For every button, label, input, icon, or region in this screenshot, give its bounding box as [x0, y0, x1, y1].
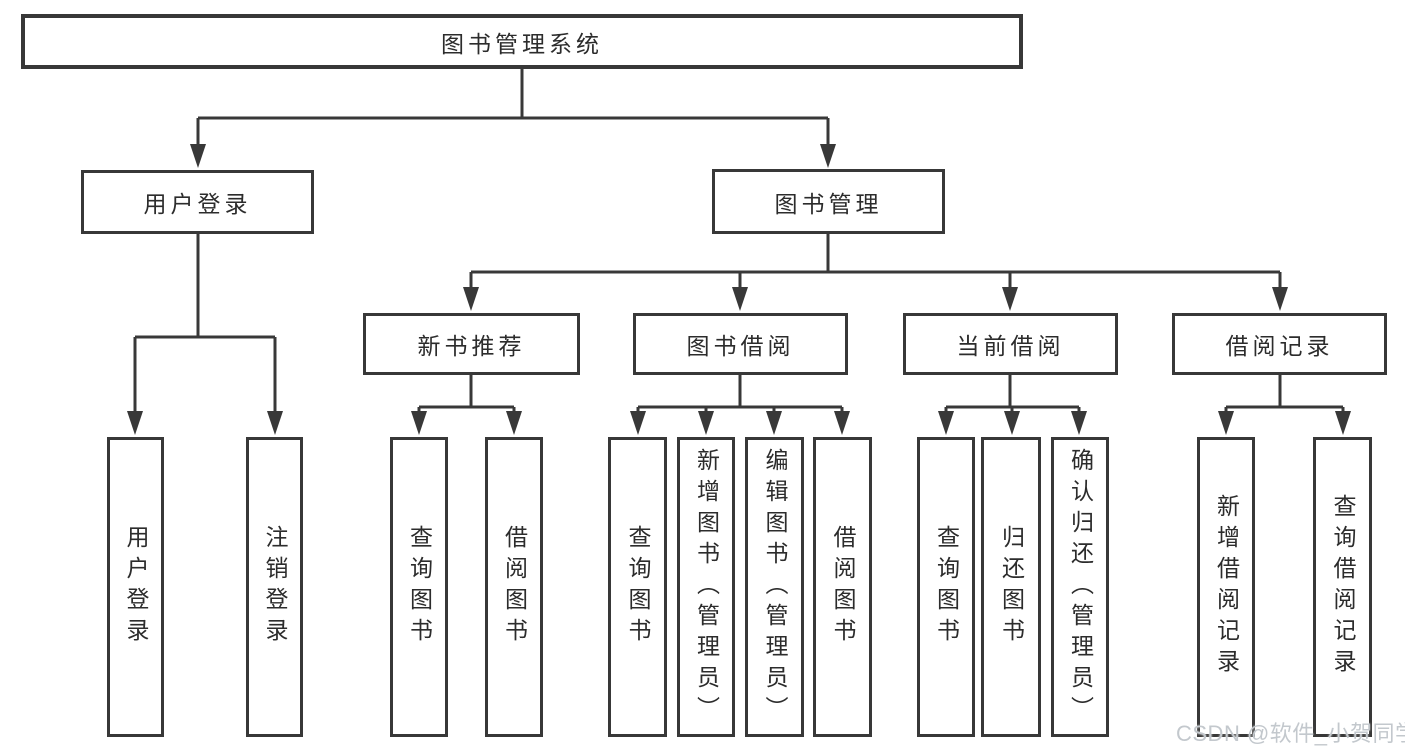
leaf-label: 确认归还（管理员）	[1067, 447, 1094, 727]
node-label: 图书管理	[774, 190, 883, 217]
leaf-label: 归还图书	[998, 525, 1025, 649]
leaf-label: 新增图书（管理员）	[693, 447, 720, 727]
arrowhead	[267, 411, 283, 435]
leaf-label: 借阅图书	[501, 525, 528, 649]
arrowhead	[1002, 287, 1018, 311]
node-current-borrowing: 当前借阅	[903, 313, 1118, 375]
node-label: 图书管理系统	[441, 30, 603, 57]
node-library-management-system: 图书管理系统	[21, 14, 1023, 69]
arrowhead	[1272, 287, 1288, 311]
leaf-user-login: 用户登录	[107, 437, 164, 737]
leaf-label: 查询图书	[933, 525, 960, 649]
arrowhead	[1071, 411, 1087, 435]
arrowhead	[766, 411, 782, 435]
arrowhead	[127, 411, 143, 435]
leaf-return-book: 归还图书	[981, 437, 1041, 737]
node-new-book-recommendation: 新书推荐	[363, 313, 580, 375]
node-user-login: 用户登录	[81, 170, 314, 234]
arrowhead	[698, 411, 714, 435]
node-label: 用户登录	[143, 191, 252, 217]
arrowhead	[506, 411, 522, 435]
arrowhead	[938, 411, 954, 435]
leaf-query-books-recommend: 查询图书	[390, 437, 448, 737]
csdn-watermark: CSDN @软件_小贺同学	[1176, 721, 1405, 746]
node-book-borrowing: 图书借阅	[633, 313, 848, 375]
arrowhead	[834, 411, 850, 435]
leaf-label: 查询图书	[625, 525, 651, 649]
leaf-label: 查询借阅记录	[1330, 494, 1356, 680]
node-label: 借阅记录	[1225, 333, 1334, 359]
arrowhead	[1004, 411, 1020, 435]
node-label: 图书借阅	[686, 333, 795, 359]
leaf-borrow-books: 借阅图书	[813, 437, 872, 737]
leaf-confirm-return-admin: 确认归还（管理员）	[1051, 437, 1109, 737]
leaf-label: 编辑图书（管理员）	[762, 447, 788, 727]
arrowhead	[630, 411, 646, 435]
leaf-label: 用户登录	[123, 525, 149, 649]
node-book-management: 图书管理	[712, 169, 945, 234]
arrowhead	[1335, 411, 1351, 435]
arrowhead	[463, 287, 479, 311]
leaf-add-book-admin: 新增图书（管理员）	[677, 437, 735, 737]
node-label: 新书推荐	[417, 333, 526, 359]
node-label: 当前借阅	[956, 333, 1065, 359]
leaf-label: 注销登录	[262, 525, 288, 649]
arrowhead	[820, 144, 836, 168]
arrowhead	[190, 144, 206, 168]
leaf-add-borrow-record: 新增借阅记录	[1197, 437, 1255, 737]
leaf-edit-book-admin: 编辑图书（管理员）	[745, 437, 804, 737]
arrowhead	[1218, 411, 1234, 435]
leaf-logout: 注销登录	[246, 437, 303, 737]
leaf-label: 新增借阅记录	[1213, 494, 1240, 680]
leaf-label: 借阅图书	[830, 525, 856, 649]
leaf-query-borrow-record: 查询借阅记录	[1313, 437, 1372, 737]
arrowhead	[411, 411, 427, 435]
arrowhead	[732, 287, 748, 311]
node-borrowing-records: 借阅记录	[1172, 313, 1387, 375]
leaf-query-books-borrow: 查询图书	[608, 437, 667, 737]
leaf-borrow-books-recommend: 借阅图书	[485, 437, 543, 737]
leaf-label: 查询图书	[406, 525, 433, 649]
leaf-query-books-current: 查询图书	[917, 437, 975, 737]
